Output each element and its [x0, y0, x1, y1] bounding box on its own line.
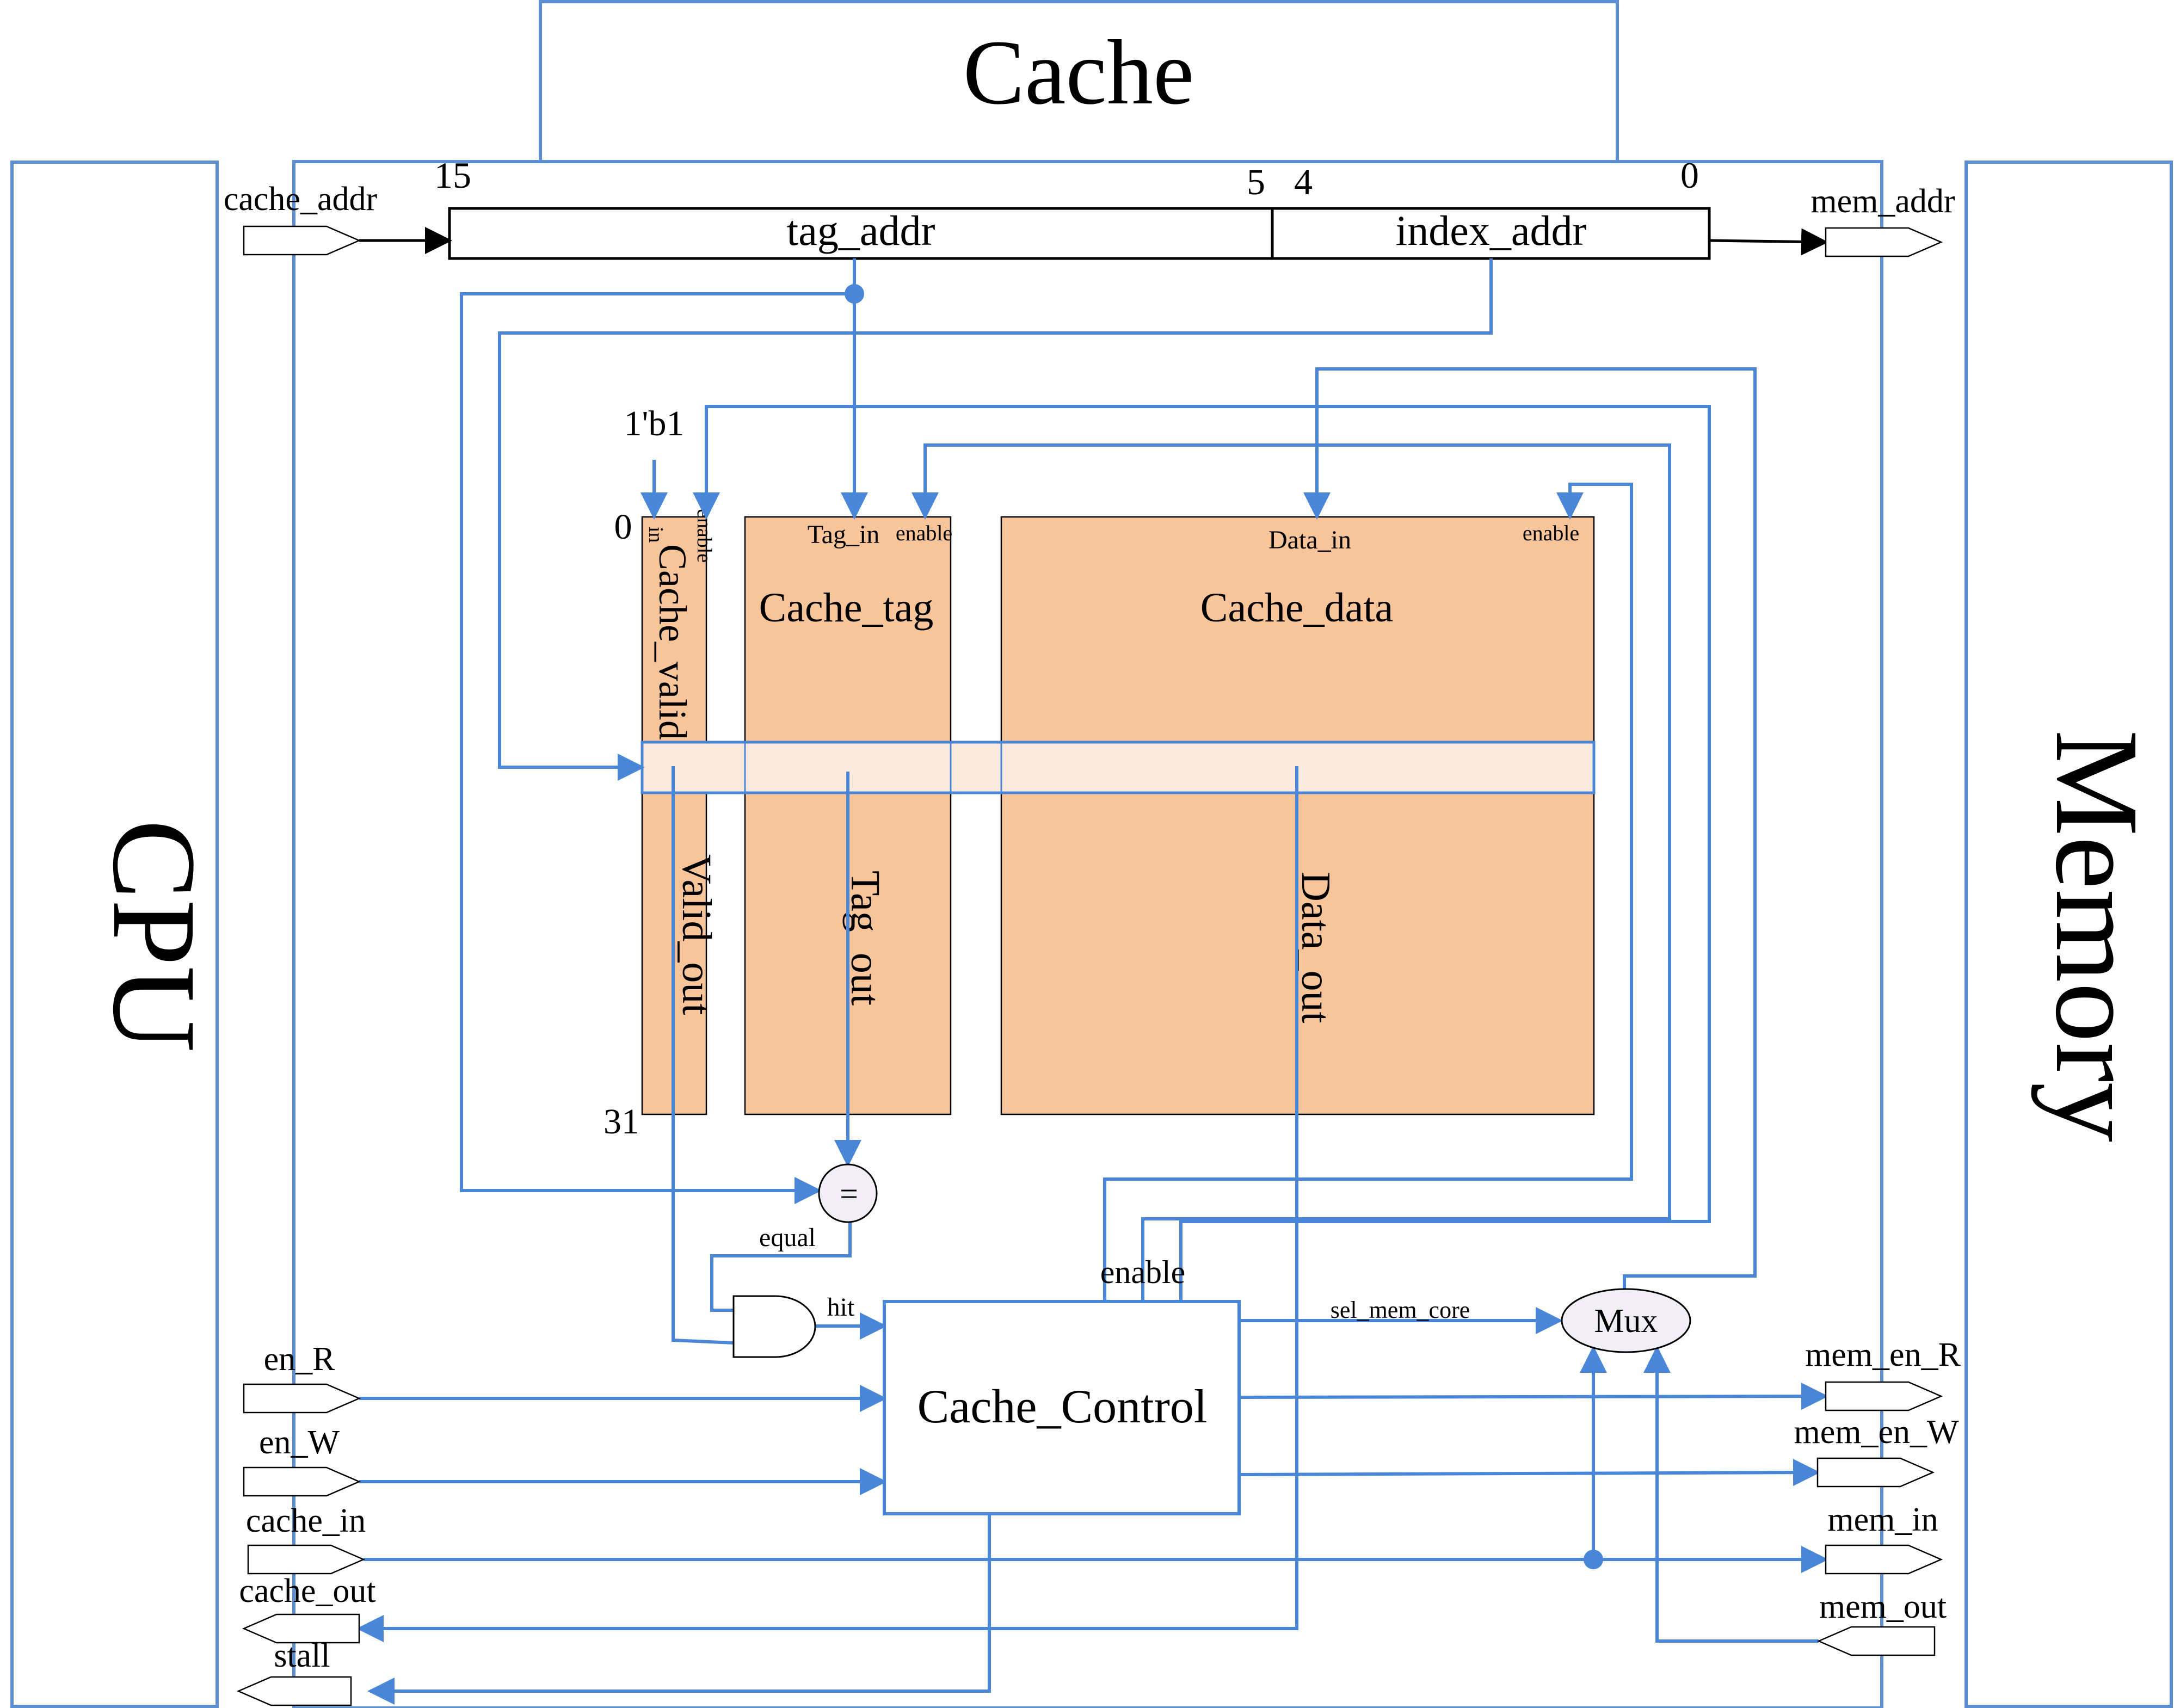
selected-cache-line	[641, 741, 1596, 794]
tag-addr-to-comparator-wire	[460, 292, 854, 1204]
cache-valid-enable-label: enable	[693, 509, 716, 563]
data-enable-label: enable	[1523, 521, 1579, 545]
hit-label: hit	[827, 1293, 855, 1322]
cache-header	[539, 0, 1619, 163]
cache-control-box	[883, 1300, 1241, 1515]
tag-enable-wire	[912, 443, 1671, 1302]
enable-label: enable	[1100, 1254, 1186, 1290]
mem-out-to-mux-wire	[1643, 1346, 1819, 1643]
mem-en-w-label: mem_en_W	[1794, 1414, 1959, 1451]
cache-addr-port	[243, 225, 361, 256]
mux-label: Mux	[1594, 1303, 1658, 1340]
mem-en-r-wire	[1239, 1383, 1828, 1410]
mem-en-w-port	[1816, 1457, 1935, 1488]
mux-ellipse	[1561, 1288, 1691, 1353]
bit-4-label: 4	[1294, 161, 1313, 202]
data-enable-wire	[1103, 483, 1633, 1302]
en-r-port	[243, 1383, 361, 1414]
mem-en-r-port	[1825, 1381, 1943, 1411]
bit-5-label: 5	[1247, 161, 1265, 202]
comparator-circle	[818, 1163, 878, 1223]
cache-out-label: cache_out	[239, 1573, 375, 1610]
mem-out-label: mem_out	[1819, 1588, 1947, 1625]
en-r-label: en_R	[264, 1341, 336, 1378]
mem-en-r-label: mem_en_R	[1805, 1336, 1961, 1373]
sel-mem-core-label: sel_mem_core	[1331, 1297, 1470, 1323]
mem-en-w-wire	[1239, 1459, 1820, 1487]
data-out-wire	[356, 766, 1298, 1642]
tag-out-label: Tag_out	[842, 871, 888, 1006]
index-addr-label: index_addr	[1396, 207, 1587, 254]
tag-in-label: Tag_in	[808, 520, 880, 549]
cache-out-port	[242, 1613, 360, 1644]
stall-port	[236, 1676, 352, 1706]
cache-in-port	[247, 1544, 366, 1575]
stall-wire	[367, 1514, 991, 1705]
cache-addr-label: cache_addr	[224, 181, 378, 218]
index-addr-to-row-wire	[498, 258, 1493, 781]
comparator: =	[818, 1163, 878, 1223]
equal-label: equal	[759, 1223, 816, 1252]
mem-addr-port	[1825, 227, 1943, 257]
cache-control-block: Cache_Control	[883, 1300, 1241, 1515]
en-w-label: en_W	[259, 1424, 340, 1461]
cache-tag-title: Cache_tag	[759, 585, 934, 631]
memory-block	[1964, 161, 2173, 1708]
cpu-block	[10, 161, 219, 1708]
cache-title: Cache	[963, 21, 1194, 124]
tag-addr-field	[448, 207, 1274, 260]
memory-label: Memory	[2031, 730, 2164, 1142]
data-in-label: Data_in	[1268, 526, 1351, 554]
cache-control-label: Cache_Control	[917, 1380, 1208, 1433]
bit-15-label: 15	[434, 155, 471, 196]
valid-out-wire	[672, 766, 734, 1345]
cpu-label: CPU	[88, 819, 221, 1052]
cache-valid-in-label: in	[644, 527, 667, 543]
cache-in-label: cache_in	[246, 1502, 366, 1539]
address-register: tag_addr index_addr 15 5 4 0	[434, 155, 1711, 260]
stall-label: stall	[274, 1637, 330, 1674]
bit-0-label: 0	[1680, 155, 1699, 196]
const-one-label: 1'b1	[624, 404, 685, 443]
mem-in-label: mem_in	[1827, 1501, 1938, 1538]
tag-enable-label: enable	[896, 521, 952, 545]
valid-enable-wire	[693, 405, 1711, 1302]
and-gate	[732, 1295, 816, 1358]
cache-valid-title: Cache_valid	[651, 544, 694, 740]
tag-addr-label: tag_addr	[787, 207, 935, 254]
mem-addr-wire	[1709, 228, 1828, 256]
comparator-symbol: =	[840, 1176, 858, 1212]
cache-data-title: Cache_data	[1200, 585, 1393, 631]
valid-out-label: Valid_out	[674, 854, 719, 1015]
mux: Mux	[1561, 1288, 1691, 1353]
mem-out-port	[1816, 1626, 1936, 1656]
mem-in-port	[1825, 1544, 1943, 1575]
data-out-label: Data_out	[1293, 872, 1339, 1023]
row-31-label: 31	[603, 1102, 639, 1142]
equal-wire	[710, 1219, 852, 1312]
mux-to-data-in-wire	[1303, 367, 1757, 1295]
row-0-label: 0	[614, 507, 632, 547]
mem-addr-label: mem_addr	[1810, 183, 1955, 220]
en-w-port	[243, 1466, 361, 1497]
